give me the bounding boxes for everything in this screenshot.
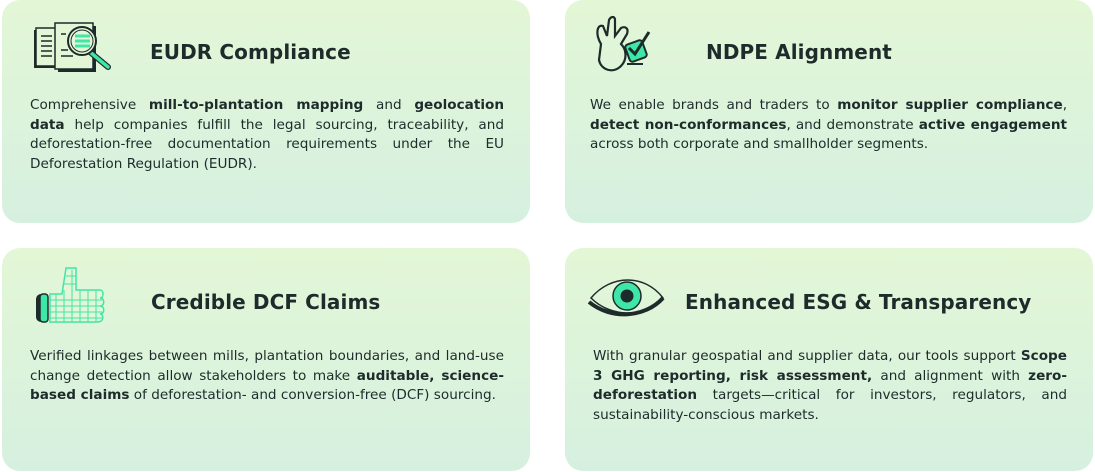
- card-title: EUDR Compliance: [150, 40, 351, 64]
- card-title: Enhanced ESG & Transparency: [685, 290, 1032, 314]
- text: Comprehensive: [30, 97, 149, 113]
- text: and: [363, 97, 415, 113]
- text: targets—critical for investors, regulato…: [593, 387, 1067, 423]
- bold-text: mill-to-plantation mapping: [148, 97, 364, 113]
- hand-checkmark-icon: [596, 15, 651, 72]
- bold-text: geolocation data: [30, 97, 505, 133]
- text: and alignment with: [872, 367, 1029, 384]
- card-description: We enable brands and traders to monitor …: [590, 96, 1067, 155]
- text: With granular geospatial and supplier da…: [593, 348, 1021, 364]
- bold-text: zero-deforestation: [593, 367, 1067, 404]
- text: Verified linkages between mills, plantat…: [30, 348, 504, 384]
- text: , and demonstrate: [786, 116, 919, 133]
- text: across both corporate and smallholder se…: [590, 136, 929, 152]
- thumbs-up-icon: [36, 267, 105, 323]
- card-credible-dcf-claims: Credible DCF Claims Verified linkages be…: [2, 248, 530, 471]
- text: help companies fulfill the legal sourcin…: [30, 116, 504, 172]
- card-title: Credible DCF Claims: [151, 290, 381, 314]
- card-eudr-compliance: EUDR Compliance Comprehensive mill-to-pl…: [2, 0, 530, 223]
- eye-icon: [587, 279, 665, 317]
- bold-text: active engagement: [918, 116, 1067, 133]
- card-ndpe-alignment: NDPE Alignment We enable brands and trad…: [565, 0, 1093, 223]
- text: We enable brands and traders to: [590, 97, 838, 113]
- card-description: Comprehensive mill-to-plantation mapping…: [30, 96, 504, 174]
- bold-text: monitor supplier compliance: [837, 97, 1063, 113]
- card-description: With granular geospatial and supplier da…: [593, 347, 1067, 425]
- text: ,: [1062, 97, 1068, 113]
- card-title: NDPE Alignment: [706, 40, 892, 64]
- card-enhanced-esg-transparency: Enhanced ESG & Transparency With granula…: [565, 248, 1093, 471]
- bold-text: auditable, science-based claims: [30, 367, 504, 404]
- bold-text: detect non-conformances: [590, 116, 787, 133]
- card-description: Verified linkages between mills, plantat…: [30, 347, 504, 406]
- document-magnifier-icon: [34, 22, 111, 72]
- text: of deforestation- and conversion-free (D…: [129, 387, 496, 403]
- bold-text: Scope 3 GHG reporting, risk assessment,: [593, 348, 1067, 384]
